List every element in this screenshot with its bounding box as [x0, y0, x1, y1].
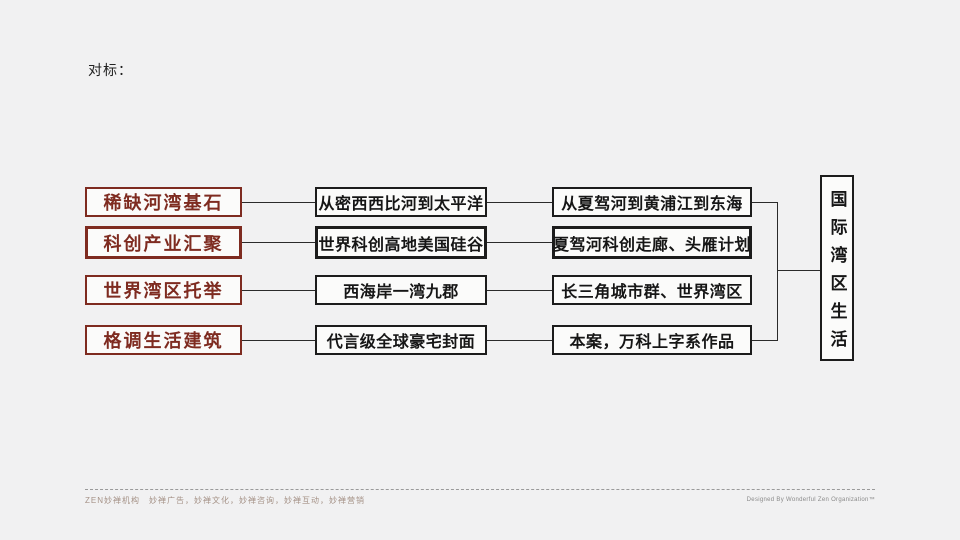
connector-left-mid-row1 [242, 202, 315, 203]
benchmark-ref-box-row2: 世界科创高地美国硅谷 [315, 226, 487, 259]
connector-mid-right-row4 [487, 340, 552, 341]
local-analog-box-row1: 从夏驾河到黄浦江到东海 [552, 187, 752, 217]
connector-mid-right-row1 [487, 202, 552, 203]
benchmark-box-row4: 格调生活建筑 [85, 325, 242, 355]
connector-bus-conclusion [777, 270, 820, 271]
local-analog-box-row4: 本案，万科上字系作品 [552, 325, 752, 355]
benchmark-box-row1: 稀缺河湾基石 [85, 187, 242, 217]
local-analog-box-row2: 夏驾河科创走廊、头雁计划 [552, 226, 752, 259]
connector-mid-right-row3 [487, 290, 552, 291]
benchmark-ref-box-row1: 从密西西比河到太平洋 [315, 187, 487, 217]
connector-left-mid-row3 [242, 290, 315, 291]
benchmark-ref-box-row4: 代言级全球豪宅封面 [315, 325, 487, 355]
benchmark-ref-box-row3: 西海岸一湾九郡 [315, 275, 487, 305]
connector-left-mid-row4 [242, 340, 315, 341]
connector-right-bus-row4 [752, 340, 778, 341]
footer-divider [85, 489, 875, 490]
bus-vertical-line [777, 202, 778, 341]
connector-left-mid-row2 [242, 242, 315, 243]
connector-mid-right-row2 [487, 242, 552, 243]
footer-credit-text: Designed By Wonderful Zen Organization™ [746, 497, 875, 503]
footer-agency-text: ZEN妙禅机构 妙禅广告，妙禅文化，妙禅咨询，妙禅互动，妙禅营销 [85, 496, 365, 505]
benchmark-box-row2: 科创产业汇聚 [85, 226, 242, 259]
benchmark-box-row3: 世界湾区托举 [85, 275, 242, 305]
connector-right-bus-row1 [752, 202, 778, 203]
page-title: 对标： [88, 62, 133, 78]
conclusion-box: 国际湾区生活 [820, 175, 854, 361]
local-analog-box-row3: 长三角城市群、世界湾区 [552, 275, 752, 305]
